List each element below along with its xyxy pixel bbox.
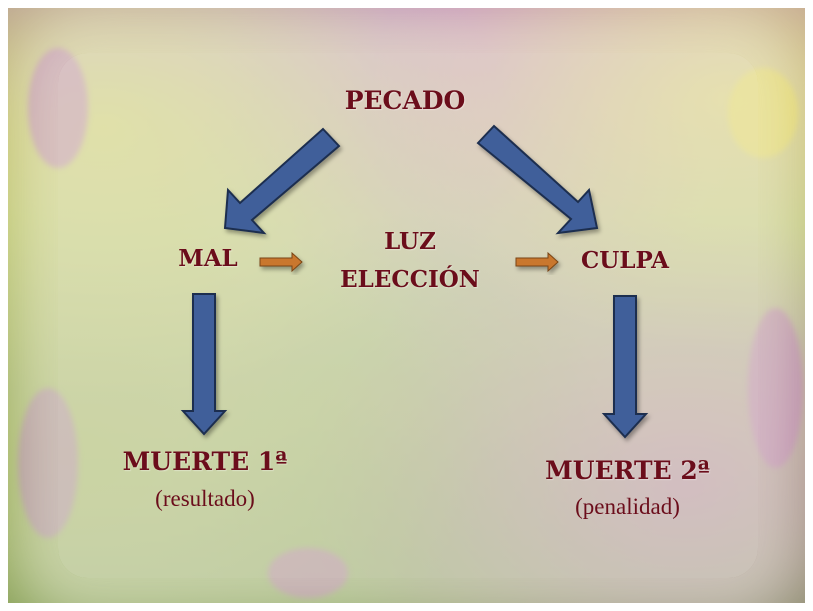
node-muerte2-subtitle: (penalidad) [575,494,680,519]
node-pecado: PECADO [344,86,466,115]
node-mal: MAL [178,245,238,272]
node-culpa: CULPA [580,247,669,274]
node-muerte1-subtitle: (resultado) [155,486,255,511]
soft-vignette-panel [58,53,758,578]
arrow-mal-to-eleccion [259,251,303,273]
node-eleccion: ELECCIÓN [340,266,480,293]
node-luz: LUZ [384,228,436,255]
arrow-mal-to-muerte1 [180,293,228,436]
flower-field-background [8,8,805,603]
arrow-eleccion-to-culpa [515,251,559,273]
arrow-pecado-to-culpa [476,124,599,235]
node-muerte2: MUERTE 2ª [545,456,710,485]
arrow-culpa-to-muerte2 [601,295,649,439]
arrow-pecado-to-mal [223,127,341,235]
node-muerte1: MUERTE 1ª [122,447,288,476]
